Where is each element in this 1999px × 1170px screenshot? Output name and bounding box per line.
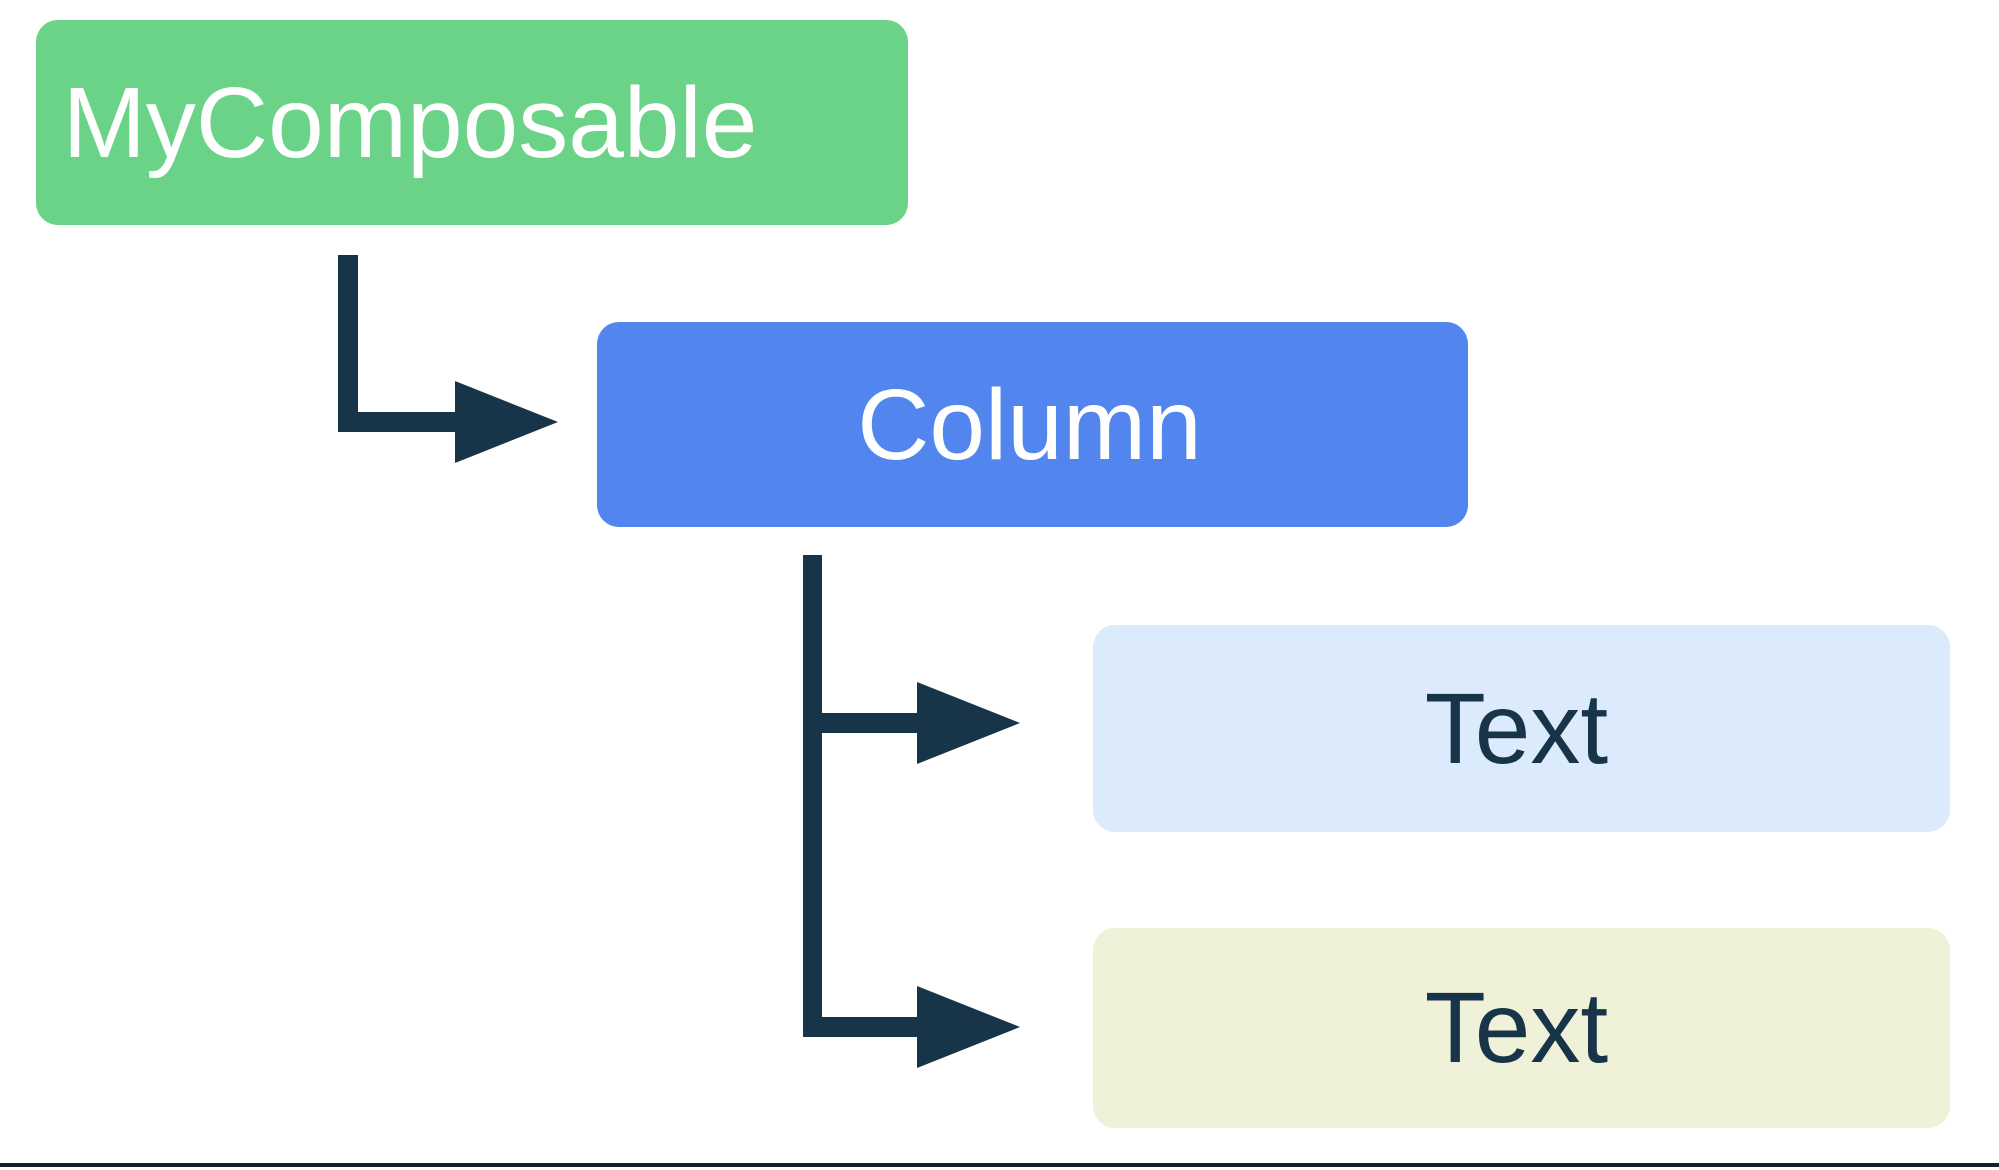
edge-column-text-1 <box>803 555 1020 764</box>
node-text-second[interactable]: Text <box>1093 928 1950 1128</box>
edge-mycomposable-column <box>338 255 558 463</box>
node-mycomposable-label: MyComposable <box>62 66 758 179</box>
node-text-first-label: Text <box>1424 672 1609 785</box>
edge-column-text-2 <box>803 713 1020 1068</box>
node-text-first[interactable]: Text <box>1093 625 1950 832</box>
node-mycomposable[interactable]: MyComposable <box>36 20 908 225</box>
footer-divider <box>0 1163 1999 1167</box>
node-column-label: Column <box>857 368 1202 481</box>
node-column[interactable]: Column <box>597 322 1468 527</box>
node-text-second-label: Text <box>1424 972 1609 1084</box>
